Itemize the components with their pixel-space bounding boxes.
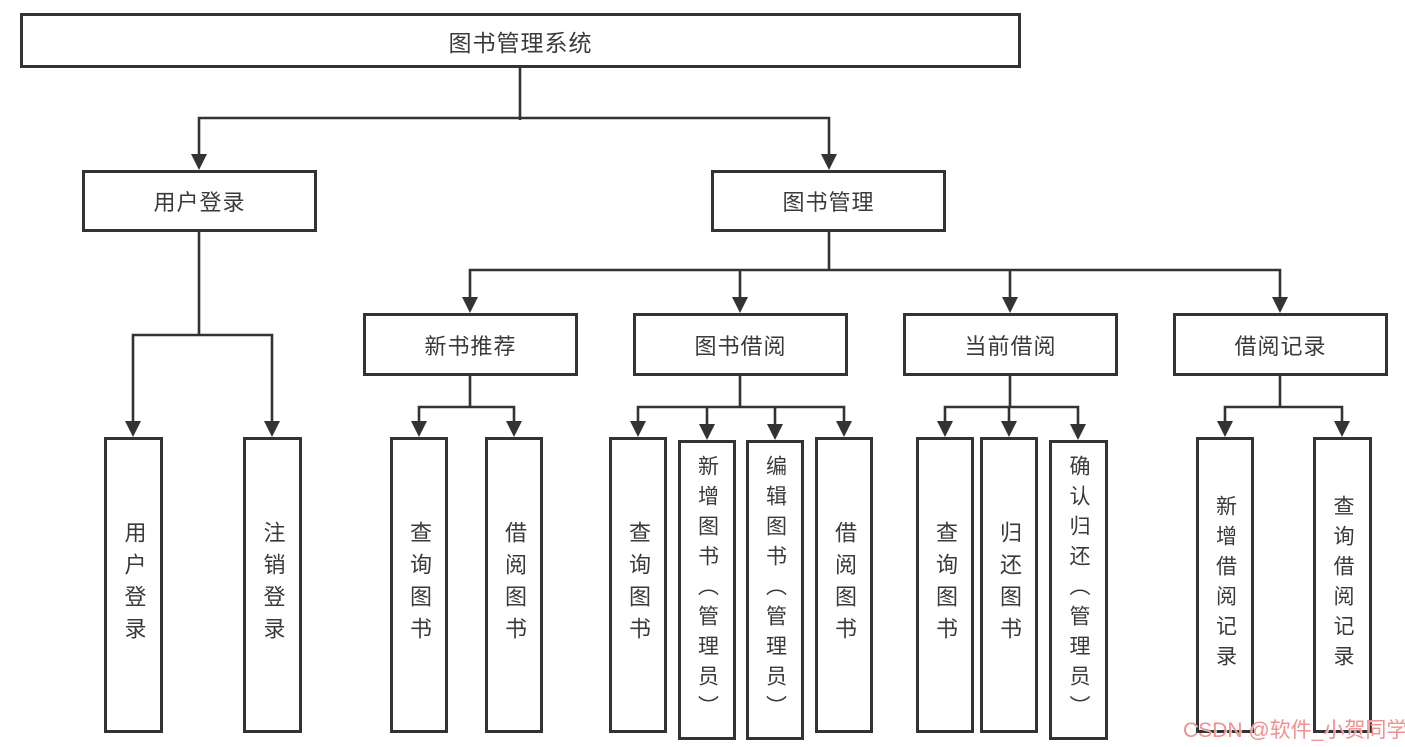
leaf-label: 查询图书 <box>626 521 651 649</box>
leaf-logout: 注销登录 <box>243 437 302 733</box>
leaf-add-books-admin: 新增图书（管理员） <box>678 440 736 740</box>
node-borrowing-records: 借阅记录 <box>1173 313 1388 376</box>
leaf-label: 用户登录 <box>121 521 147 649</box>
leaf-user-login: 用户登录 <box>104 437 163 733</box>
leaf-label: 查询借阅记录 <box>1331 495 1354 675</box>
csdn-watermark: CSDN @软件_小贺同学 <box>1183 719 1405 742</box>
leaf-query-books-current: 查询图书 <box>916 437 974 733</box>
leaf-query-borrow-record: 查询借阅记录 <box>1313 437 1372 733</box>
node-label: 图书管理系统 <box>448 29 593 56</box>
leaf-label: 查询图书 <box>933 521 958 649</box>
node-book-management: 图书管理 <box>711 170 946 232</box>
leaf-label: 注销登录 <box>260 521 286 649</box>
node-book-borrowing: 图书借阅 <box>633 313 848 376</box>
leaf-label: 新增借阅记录 <box>1213 495 1237 675</box>
leaf-add-borrow-record: 新增借阅记录 <box>1196 437 1254 733</box>
node-label: 新书推荐 <box>424 333 517 359</box>
leaf-label: 新增图书（管理员） <box>695 455 719 725</box>
node-label: 当前借阅 <box>964 333 1057 359</box>
leaf-label: 编辑图书（管理员） <box>763 455 787 725</box>
leaf-label: 查询图书 <box>407 521 432 649</box>
leaf-borrow-books: 借阅图书 <box>815 437 873 733</box>
leaf-confirm-return-admin: 确认归还（管理员） <box>1049 440 1108 740</box>
node-label: 用户登录 <box>153 190 246 215</box>
leaf-label: 借阅图书 <box>832 521 857 649</box>
leaf-query-books-borrow: 查询图书 <box>609 437 667 733</box>
leaf-label: 借阅图书 <box>502 521 527 649</box>
node-library-management-system: 图书管理系统 <box>20 13 1021 68</box>
leaf-return-books: 归还图书 <box>980 437 1038 733</box>
leaf-label: 归还图书 <box>997 521 1022 649</box>
node-user-login: 用户登录 <box>82 170 317 232</box>
node-label: 图书管理 <box>782 190 875 215</box>
node-current-borrowing: 当前借阅 <box>903 313 1118 376</box>
node-label: 图书借阅 <box>694 333 787 359</box>
leaf-query-books-recommend: 查询图书 <box>390 437 448 733</box>
arrowheads <box>125 154 1350 440</box>
leaf-borrow-books-recommend: 借阅图书 <box>485 437 543 733</box>
leaf-edit-books-admin: 编辑图书（管理员） <box>746 440 804 740</box>
node-label: 借阅记录 <box>1234 333 1327 359</box>
leaf-label: 确认归还（管理员） <box>1067 455 1090 725</box>
node-new-book-recommendation: 新书推荐 <box>363 313 578 376</box>
